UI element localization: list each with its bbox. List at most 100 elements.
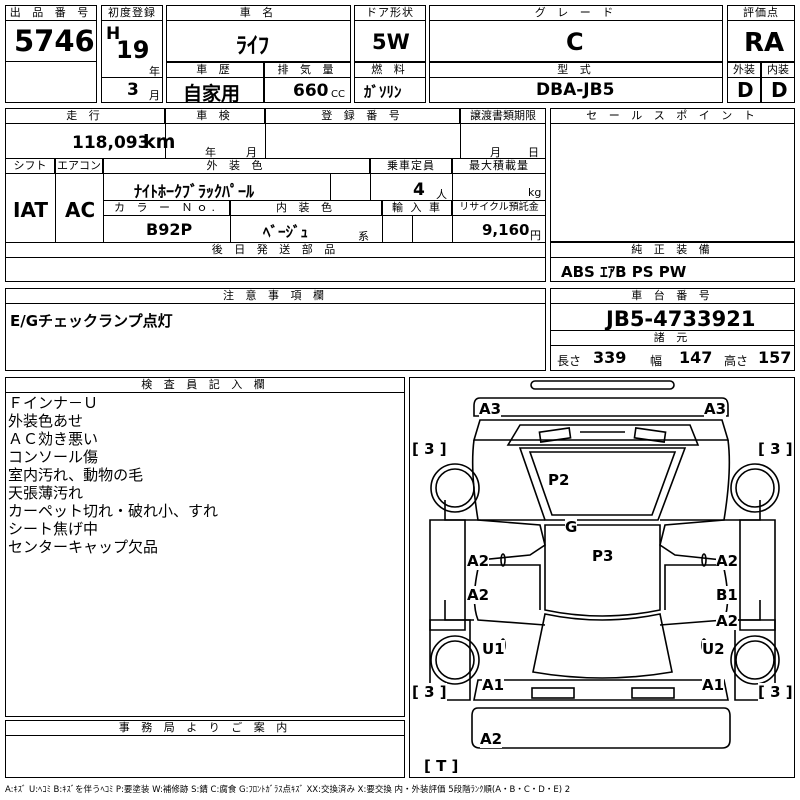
length-value: 339 bbox=[593, 348, 627, 367]
first-reg-divider bbox=[101, 77, 163, 78]
lot-no-divider bbox=[5, 61, 97, 62]
length-label: 長さ bbox=[557, 354, 582, 368]
capacity-value: 4 bbox=[413, 180, 425, 200]
height-value: 157 bbox=[758, 348, 792, 367]
registration-label: 登 録 番 号 bbox=[265, 108, 460, 124]
model-value: DBA-JB5 bbox=[536, 80, 615, 100]
damage-mark: A2 bbox=[716, 612, 739, 630]
spec-label: 諸 元 bbox=[550, 330, 795, 346]
month-value: 3 bbox=[127, 80, 139, 100]
shift-value: IAT bbox=[13, 198, 49, 222]
chassis-label: 車 台 番 号 bbox=[550, 288, 795, 304]
transfer-month: 月 bbox=[490, 146, 501, 159]
registration-vline bbox=[460, 108, 461, 158]
max-load-label: 最大積載量 bbox=[452, 158, 546, 174]
door-label: ドア形状 bbox=[354, 5, 426, 21]
history-value: 自家用 bbox=[183, 83, 241, 105]
int-grade-value: D bbox=[771, 78, 788, 102]
inspector-note: 外装色あせ bbox=[8, 412, 84, 430]
recycle-value: 9,160 bbox=[482, 221, 530, 239]
damage-mark: A3 bbox=[479, 400, 502, 418]
capacity-unit: 人 bbox=[436, 188, 447, 201]
displacement-unit: CC bbox=[331, 89, 345, 100]
ext-color-label: 外 装 色 bbox=[103, 158, 370, 174]
max-load-unit: kg bbox=[528, 186, 542, 199]
ac-value: AC bbox=[65, 198, 96, 222]
int-color-suffix: 系 bbox=[358, 230, 369, 243]
inspector-note: カーペット切れ・破れ小、すれ bbox=[8, 502, 219, 520]
height-label: 高さ bbox=[724, 354, 749, 368]
damage-mark: A3 bbox=[704, 400, 727, 418]
lot-no-label: 出 品 番 号 bbox=[5, 5, 97, 21]
color-no-vline bbox=[230, 200, 231, 242]
transfer-day: 日 bbox=[528, 146, 539, 159]
legend-text: A:ｷｽﾞ U:ﾍｺﾐ B:ｷｽﾞを伴うﾍｺﾐ P:要塗装 W:補修跡 S:錆 … bbox=[5, 785, 571, 795]
inspection-label: 車 検 bbox=[165, 108, 265, 124]
inspector-note: ＡＣ効き悪い bbox=[8, 430, 99, 448]
history-label: 車 歴 bbox=[166, 62, 264, 78]
first-reg-box bbox=[101, 5, 163, 103]
later-parts-label: 後 日 発 送 部 品 bbox=[5, 242, 546, 258]
mileage-unit: km bbox=[143, 131, 176, 153]
inspection-vline bbox=[265, 108, 266, 158]
glass-bracket-rear: [ T ] bbox=[424, 757, 459, 775]
sales-point-label: セ ー ル ス ポ イ ン ト bbox=[550, 108, 795, 124]
glass-bracket: [ 3 ] bbox=[758, 440, 793, 458]
inspector-note: 天張薄汚れ bbox=[8, 484, 84, 502]
car-diagram bbox=[429, 380, 780, 749]
damage-mark: A2 bbox=[467, 552, 490, 570]
recycle-unit: 円 bbox=[530, 229, 541, 242]
sales-point-box bbox=[550, 108, 795, 242]
name-value: ﾗｲﾌ bbox=[236, 34, 270, 59]
grade-label: グ レ ー ド bbox=[429, 5, 723, 21]
int-color-value: ﾍﾞｰｼﾞｭ bbox=[263, 223, 309, 241]
ext-grade-value: D bbox=[737, 78, 754, 102]
year-value: 19 bbox=[116, 36, 150, 64]
inspector-label: 検 査 員 記 入 欄 bbox=[5, 377, 405, 393]
first-reg-label: 初度登録 bbox=[101, 5, 163, 21]
grade-value: C bbox=[566, 28, 584, 56]
int-color-label: 内 装 色 bbox=[230, 200, 382, 216]
width-value: 147 bbox=[679, 348, 713, 367]
shift-vline bbox=[55, 158, 56, 242]
import-sub-vline bbox=[412, 216, 413, 242]
inspection-year: 年 bbox=[205, 146, 216, 159]
equipment-label: 純 正 装 備 bbox=[550, 242, 795, 258]
inspection-month: 月 bbox=[246, 146, 257, 159]
ext-color-sub-vline bbox=[330, 174, 331, 200]
color-no-label: カ ラ ー Ｎｏ. bbox=[103, 200, 230, 216]
transfer-doc-label: 譲渡書類期限 bbox=[460, 108, 546, 124]
damage-mark: G bbox=[565, 518, 578, 536]
shift-label: シフト bbox=[5, 158, 55, 174]
ext-color-vline bbox=[370, 158, 371, 200]
damage-mark: A2 bbox=[480, 730, 503, 748]
inspector-note: 室内汚れ、動物の毛 bbox=[8, 466, 144, 484]
damage-mark: A2 bbox=[467, 586, 490, 604]
damage-mark: P2 bbox=[548, 471, 570, 489]
glass-bracket: [ 3 ] bbox=[412, 440, 447, 458]
caution-label: 注 意 事 項 欄 bbox=[5, 288, 546, 304]
inspector-note: Ｆインナ－Ｕ bbox=[8, 394, 99, 412]
lot-no-value: 5746 bbox=[14, 24, 95, 58]
mileage-label: 走 行 bbox=[5, 108, 165, 124]
damage-mark: A1 bbox=[702, 676, 725, 694]
name-label: 車 名 bbox=[166, 5, 351, 21]
damage-mark: U2 bbox=[702, 640, 725, 658]
displacement-value: 660 bbox=[293, 81, 329, 101]
score-label: 評価点 bbox=[727, 5, 795, 21]
lot-no-box bbox=[5, 5, 97, 103]
glass-bracket: [ 3 ] bbox=[412, 683, 447, 701]
int-color-vline bbox=[382, 200, 383, 242]
mileage-vline bbox=[165, 108, 166, 158]
caution-value: E/Gチェックランプ点灯 bbox=[10, 312, 173, 330]
ac-label: エアコン bbox=[55, 158, 103, 174]
displacement-label: 排 気 量 bbox=[264, 62, 351, 78]
inspector-note: センターキャップ欠品 bbox=[8, 538, 159, 556]
door-value: 5W bbox=[372, 30, 410, 54]
fuel-label: 燃 料 bbox=[354, 62, 426, 78]
int-grade-label: 内装 bbox=[761, 62, 795, 78]
model-label: 型 式 bbox=[429, 62, 723, 78]
recycle-label: リサイクル預託金 bbox=[452, 200, 546, 216]
inspector-note: シート焦げ中 bbox=[8, 520, 99, 538]
year-unit: 年 bbox=[149, 65, 160, 78]
